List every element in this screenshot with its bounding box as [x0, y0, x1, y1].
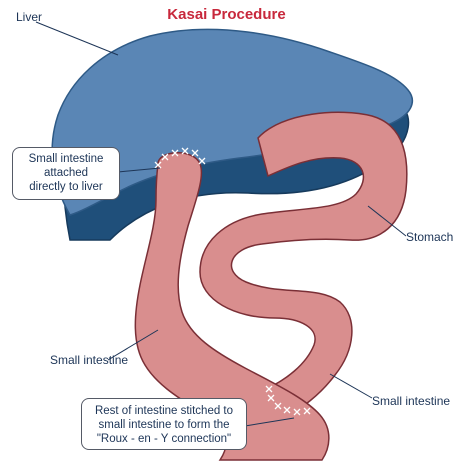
callout-attached-line-3: directly to liver: [13, 180, 119, 194]
callout-attached: Small intestine attached directly to liv…: [12, 147, 120, 200]
diagram-title: Kasai Procedure: [0, 6, 453, 23]
label-small-intestine-right: Small intestine: [372, 394, 450, 408]
leader-liver: [36, 22, 118, 55]
callout-attached-line-2: attached: [13, 166, 119, 180]
callout-roux-en-y: Rest of intestine stitched to small inte…: [81, 398, 247, 450]
label-small-intestine-left: Small intestine: [50, 353, 128, 367]
leader-small-intestine-right: [330, 374, 372, 398]
label-liver: Liver: [16, 10, 42, 24]
callout-roux-line-2: small intestine to form the: [82, 418, 246, 432]
callout-roux-line-3: "Roux - en - Y connection": [82, 432, 246, 446]
label-stomach: Stomach: [406, 230, 453, 244]
callout-attached-line-1: Small intestine: [13, 152, 119, 166]
callout-roux-line-1: Rest of intestine stitched to: [82, 404, 246, 418]
